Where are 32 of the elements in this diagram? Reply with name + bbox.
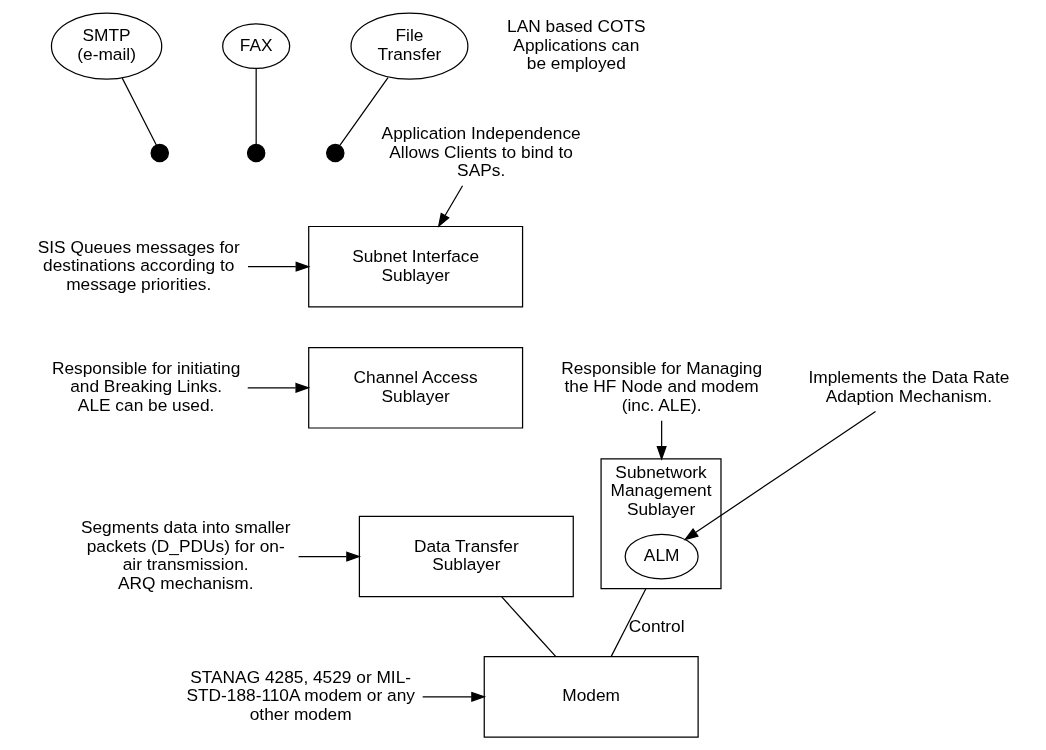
connector — [255, 67, 257, 145]
connector — [338, 76, 389, 146]
node-text: STANAG 4285, 4529 or MIL-STD-188-110A modem or any other modem — [185, 666, 415, 724]
arrow — [437, 185, 463, 228]
arrow — [421, 691, 486, 703]
node-box: Data Transfer Sublayer — [358, 515, 574, 598]
node-circle — [325, 143, 345, 163]
arrow — [246, 261, 310, 272]
connector — [500, 596, 556, 658]
node-text: Application Independence Allows Clients to bind to SAPs. — [381, 122, 581, 181]
node-box: Subnet Interface Sublayer — [307, 225, 523, 308]
node-circle — [246, 143, 265, 163]
node-box: Channel Access Sublayer — [307, 347, 523, 429]
arrow — [683, 410, 876, 541]
node-ellipse: FAX — [221, 23, 290, 70]
node-ellipse: ALM — [624, 533, 699, 580]
arrow — [246, 382, 310, 394]
node-box: Modem — [483, 656, 699, 738]
node-text: Segments data into smaller packets (D_PDUs) for on-air transmission. ARQ mechanism. — [80, 517, 290, 593]
connector — [610, 588, 646, 657]
connector — [121, 77, 157, 146]
arrow — [297, 551, 361, 562]
node-ellipse: File Transfer — [349, 12, 468, 80]
node-text: Implements the Data Rate Adaption Mechanism. — [807, 367, 1009, 406]
edge-label: Control — [628, 616, 685, 637]
node-text: SIS Queues messages for destinations according to message priorities. — [37, 236, 240, 294]
node-circle — [149, 143, 169, 163]
label: LAN based COTS Applications can be employed — [506, 16, 646, 74]
node-text: Responsible for initiating and Breaking Links. ALE can be used. — [51, 357, 240, 415]
arrow — [655, 420, 667, 461]
node-text: Responsible for Managing the HF Node and modem (inc. ALE). — [560, 357, 762, 415]
node-ellipse: SMTP (e-mail) — [50, 12, 162, 80]
